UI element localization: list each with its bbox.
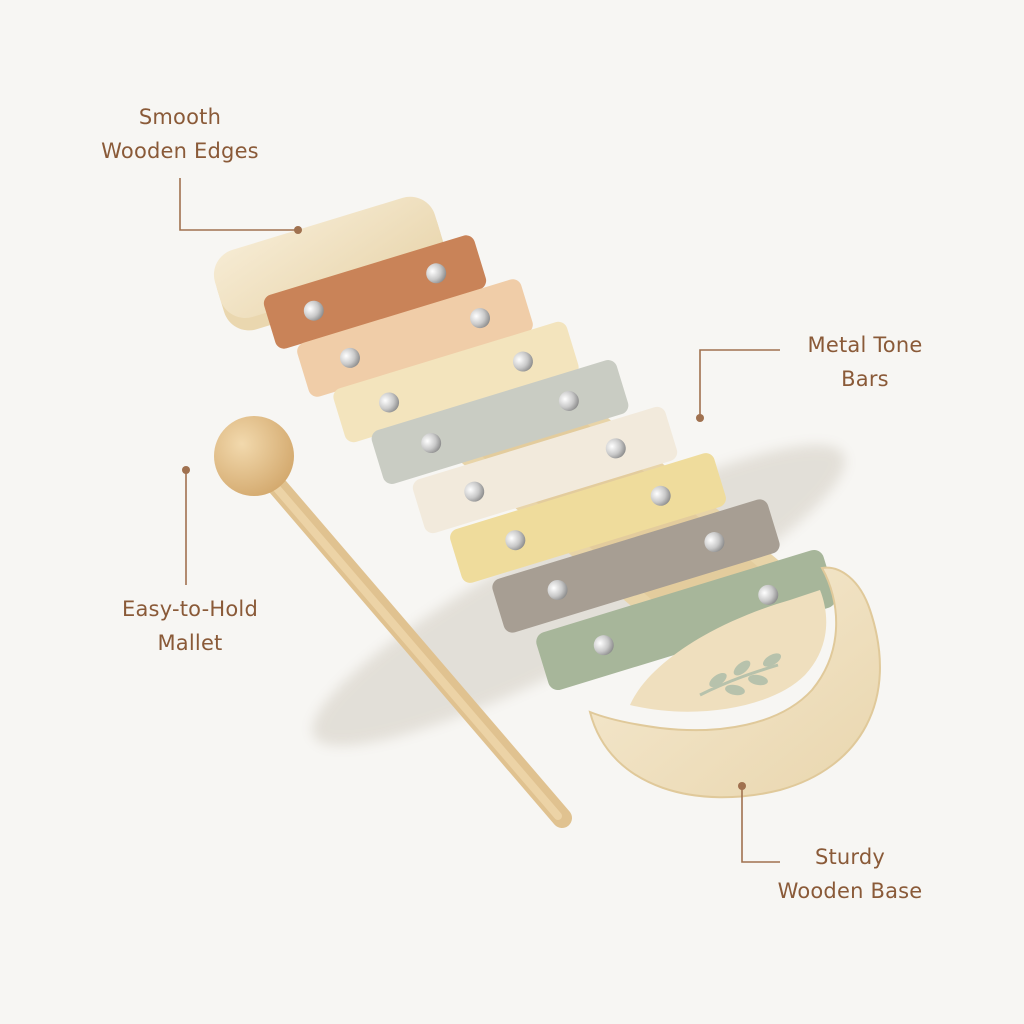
label-line: Sturdy [814, 845, 886, 869]
rivet-icon [558, 390, 579, 411]
label-easy-to-hold-mallet: Easy-to-Hold Mallet [90, 592, 290, 660]
label-sturdy-wooden-base: Sturdy Wooden Base [760, 840, 940, 908]
rivet-icon [470, 308, 491, 329]
callout-lines [179, 178, 780, 863]
tone-bar-5 [412, 406, 678, 534]
rivet-icon [704, 532, 725, 553]
rivet-icon [464, 481, 485, 502]
rivet-icon [426, 263, 447, 284]
rivet-icon [303, 300, 324, 321]
label-line: Mallet [157, 631, 223, 655]
label-line: Bars [841, 367, 889, 391]
rivet-icon [339, 347, 360, 368]
rivet-icon [512, 351, 533, 372]
rivet-icon [421, 433, 442, 454]
tone-bar-7 [492, 499, 780, 633]
label-smooth-wooden-edges: Smooth Wooden Edges [80, 100, 280, 168]
tone-bar-3 [333, 321, 579, 443]
rivet-icon [650, 485, 671, 506]
mallet [214, 416, 572, 828]
tone-bar-4 [371, 360, 629, 484]
rivet-icon [505, 530, 526, 551]
leaf-icon [699, 653, 782, 697]
tone-bar-6 [450, 453, 726, 583]
rivet-icon [379, 392, 400, 413]
rivet-icon [758, 584, 779, 605]
label-line: Wooden Base [777, 879, 923, 903]
crescent-wooden-base [588, 566, 881, 799]
callout-dots [182, 226, 746, 790]
label-line: Smooth [138, 105, 222, 129]
label-line: Wooden Edges [101, 139, 259, 163]
label-line: Easy-to-Hold [122, 597, 258, 621]
tone-bar-8 [536, 549, 836, 691]
rivet-icon [605, 438, 626, 459]
tone-bar-1 [263, 235, 487, 349]
rivet-icon [593, 635, 614, 656]
tone-bar-2 [297, 279, 533, 397]
label-line: Metal Tone [807, 333, 923, 357]
rivet-icon [547, 579, 568, 600]
label-metal-tone-bars: Metal Tone Bars [780, 328, 950, 396]
